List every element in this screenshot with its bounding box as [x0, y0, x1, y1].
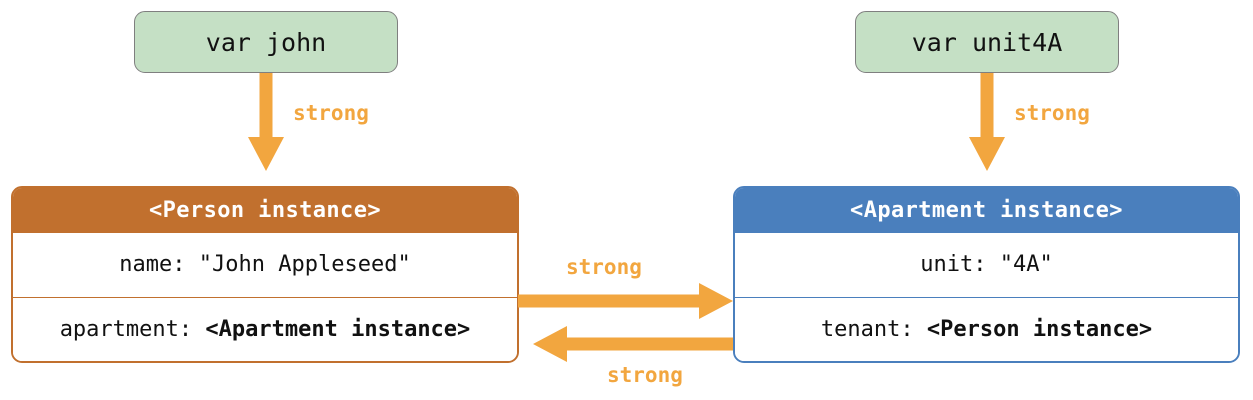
- variable-box-john: var john: [134, 11, 398, 73]
- instance-box-apartment: <Apartment instance> unit: "4A" tenant: …: [733, 186, 1240, 363]
- variable-label-unit4a: var unit4A: [911, 27, 1063, 57]
- instance-header-apartment: <Apartment instance>: [735, 188, 1238, 233]
- instance-row-apartment-tenant: tenant: <Person instance>: [735, 296, 1238, 361]
- arrow-unit4a-to-apartment: [969, 73, 1005, 171]
- arrow-label-unit4a-to-apartment: strong: [1014, 101, 1090, 125]
- arrow-label-person-to-apartment: strong: [566, 255, 642, 279]
- row-value-person-apartment: <Apartment instance>: [205, 316, 471, 342]
- instance-box-person: <Person instance> name: "John Appleseed"…: [11, 186, 519, 363]
- arrow-label-apartment-to-person: strong: [607, 363, 683, 387]
- arrow-john-to-person: [248, 73, 284, 171]
- row-key-person-name: name:: [119, 252, 199, 278]
- instance-row-person-name: name: "John Appleseed": [13, 233, 517, 297]
- instance-row-apartment-unit: unit: "4A": [735, 233, 1238, 297]
- instance-row-person-apartment: apartment: <Apartment instance>: [13, 296, 517, 361]
- row-value-person-name: "John Appleseed": [198, 252, 411, 278]
- arrow-label-john-to-person: strong: [293, 101, 369, 125]
- row-key-apartment-unit: unit:: [920, 252, 1000, 278]
- arrow-person-to-apartment: [518, 283, 733, 319]
- arrow-apartment-to-person: [533, 326, 733, 362]
- variable-box-unit4a: var unit4A: [855, 11, 1119, 73]
- instance-header-person: <Person instance>: [13, 188, 517, 233]
- row-value-apartment-unit: "4A": [999, 252, 1053, 278]
- row-key-person-apartment: apartment:: [59, 316, 206, 342]
- variable-label-john: var john: [205, 27, 327, 57]
- row-value-apartment-tenant: <Person instance>: [926, 316, 1153, 342]
- row-key-apartment-tenant: tenant:: [820, 316, 927, 342]
